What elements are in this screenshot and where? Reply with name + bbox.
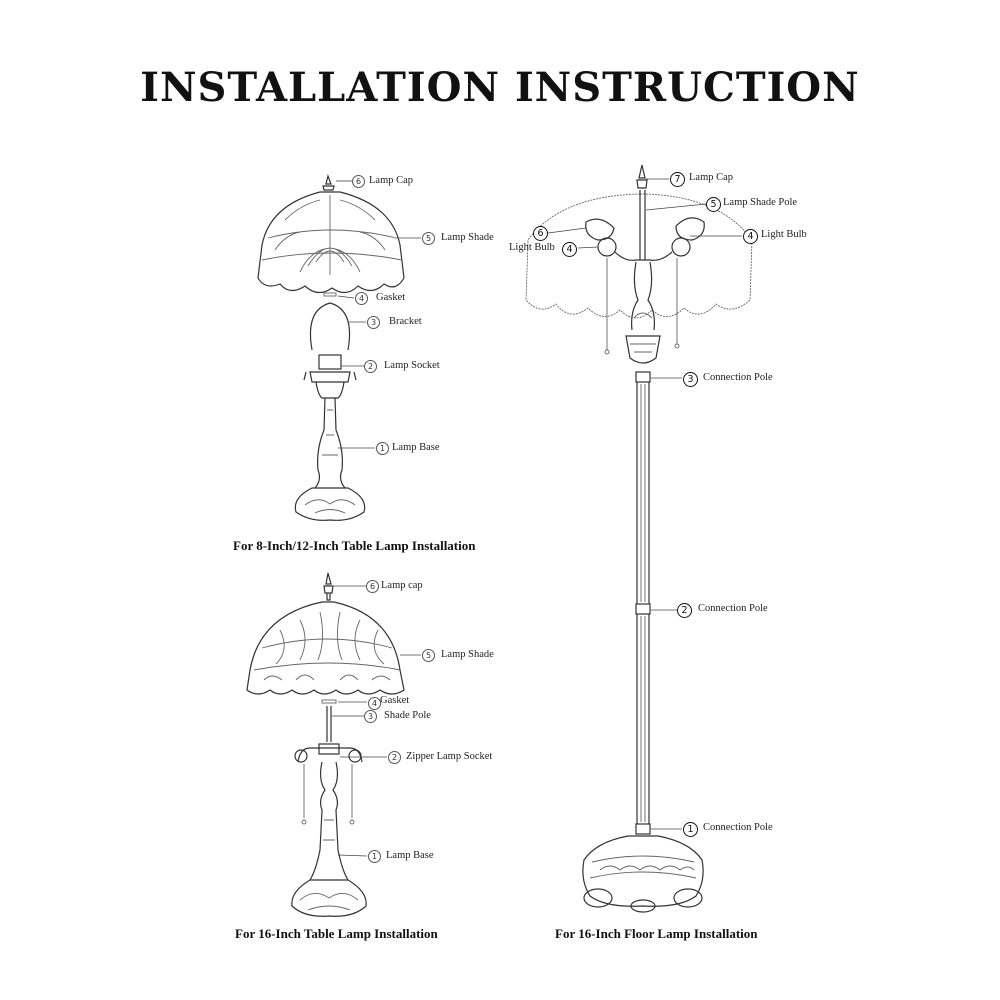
label-light-bulb: Light Bulb [509, 242, 555, 253]
callout-number: 1 [683, 822, 698, 837]
caption-table-lamp-large: For 16-Inch Table Lamp Installation [235, 926, 438, 941]
label-connection-pole: Connection Pole [698, 603, 768, 614]
label-lamp-shade: Lamp Shade [441, 232, 494, 243]
page-title: INSTALLATION INSTRUCTION [140, 64, 860, 111]
callout-number: 4 [355, 292, 368, 305]
callout-number: 7 [670, 172, 685, 187]
label-lamp-shade-pole: Lamp Shade Pole [723, 197, 798, 208]
floor-lamp-drawing [525, 164, 753, 913]
label-gasket: Gasket [376, 292, 406, 303]
table-lamp-large-drawing [246, 572, 405, 917]
label-lamp-base: Lamp Base [392, 442, 440, 453]
callout-number: 1 [376, 442, 389, 455]
table-lamp-large-leaders [332, 585, 421, 857]
callout-number: 4 [368, 697, 381, 710]
label-light-bulb: Light Bulb [761, 229, 807, 240]
callout-number: 2 [364, 360, 377, 373]
callout-number: 3 [364, 710, 377, 723]
label-shade-pole: Shade Pole [384, 710, 431, 721]
label-lamp-socket: Lamp Socket [384, 360, 440, 371]
floor-lamp-leaders [547, 178, 742, 830]
callout-number: 6 [533, 226, 548, 241]
callout-number: 2 [388, 751, 401, 764]
callout-number: 3 [367, 316, 380, 329]
callout-number: 5 [706, 197, 721, 212]
label-bracket: Bracket [389, 316, 422, 327]
label-lamp-shade: Lamp Shade [441, 649, 494, 660]
label-lamp-cap: Lamp Cap [689, 172, 734, 183]
label-lamp-base: Lamp Base [386, 850, 434, 861]
callout-number: 5 [422, 649, 435, 662]
caption-floor-lamp: For 16-Inch Floor Lamp Installation [555, 926, 758, 941]
label-lamp-cap: Lamp Cap [369, 175, 414, 186]
callout-number: 1 [368, 850, 381, 863]
label-connection-pole: Connection Pole [703, 372, 773, 383]
caption-table-lamp-small: For 8-Inch/12-Inch Table Lamp Installati… [233, 538, 476, 553]
callout-number: 6 [352, 175, 365, 188]
callout-number: 5 [422, 232, 435, 245]
callout-number: 3 [683, 372, 698, 387]
label-gasket: Gasket [380, 695, 410, 706]
label-zipper-lamp-socket: Zipper Lamp Socket [406, 751, 493, 762]
table-lamp-small-drawing [257, 173, 405, 521]
label-lamp-cap: Lamp cap [381, 580, 423, 591]
table-lamp-small-leaders [336, 180, 421, 449]
callout-number: 4 [562, 242, 577, 257]
label-connection-pole: Connection Pole [703, 822, 773, 833]
callout-number: 2 [677, 603, 692, 618]
callout-number: 6 [366, 580, 379, 593]
callout-number: 4 [743, 229, 758, 244]
